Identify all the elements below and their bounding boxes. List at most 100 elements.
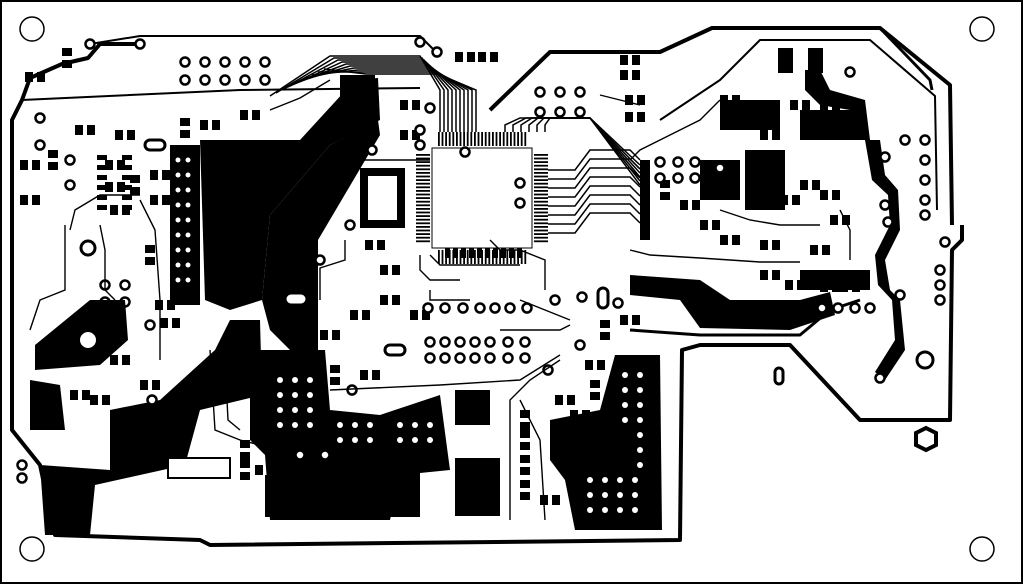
qfp-pin <box>416 200 430 203</box>
qfp-pin <box>524 132 527 146</box>
via-icon <box>431 46 443 58</box>
fanout-trace <box>548 185 641 207</box>
smd-pad <box>760 270 768 280</box>
pour-center-left <box>200 78 380 310</box>
smd-pad <box>377 240 385 250</box>
via-icon <box>439 336 451 348</box>
smd-pad <box>780 195 788 205</box>
fanout-trace <box>548 212 641 234</box>
via-icon <box>414 124 426 136</box>
smd-pad <box>720 95 728 105</box>
qfp-pin <box>438 250 440 264</box>
smd-pad <box>240 440 250 448</box>
smd-pad <box>820 282 828 292</box>
smd-pad <box>792 195 800 205</box>
smd-pad <box>840 282 848 292</box>
smd-pad <box>32 195 40 205</box>
via-icon <box>474 302 486 314</box>
via-icon <box>874 372 886 384</box>
via-icon <box>502 336 514 348</box>
smd-pad <box>210 274 220 282</box>
qfp-pin <box>416 222 430 225</box>
soic-pin <box>97 165 107 170</box>
qfp-pin <box>416 215 430 217</box>
soic-pin <box>97 205 107 210</box>
via-icon <box>576 291 588 303</box>
smd-pad <box>520 442 530 450</box>
smd-pad <box>400 100 408 110</box>
smd-pad <box>360 370 368 380</box>
fanout-trace <box>548 194 641 216</box>
qfp-pin <box>534 222 548 225</box>
via-icon <box>919 154 931 166</box>
smd-pad <box>150 170 158 180</box>
qfp-pin <box>416 229 430 232</box>
qfp-pin <box>416 233 430 235</box>
qfp-pin <box>534 226 548 228</box>
via-icon <box>424 102 436 114</box>
via-icon <box>414 139 426 151</box>
smd-pad <box>520 410 530 418</box>
fanout-trace <box>548 149 641 171</box>
qfp-pin <box>416 179 430 181</box>
qfp-pin <box>506 132 509 146</box>
smd-pad <box>380 295 388 305</box>
smd-pad <box>180 130 190 138</box>
smd-pad <box>127 130 135 140</box>
via-icon <box>64 179 76 191</box>
bus-trace <box>323 68 477 132</box>
smd-pad <box>840 130 848 140</box>
smd-pad <box>772 130 780 140</box>
via-icon <box>199 74 211 86</box>
smd-pad <box>637 112 645 122</box>
bus-trace <box>281 59 449 132</box>
smd-pad <box>105 160 113 170</box>
smd-pad <box>48 162 58 170</box>
via-icon <box>34 112 46 124</box>
smd-pad <box>87 125 95 135</box>
qfp-pin <box>534 175 548 178</box>
smd-pad <box>520 492 530 500</box>
bus-trace <box>275 57 445 132</box>
smd-pad <box>117 182 125 192</box>
qfp-pin <box>459 132 462 146</box>
qfp-pin <box>416 240 430 243</box>
soic-pin <box>122 175 132 180</box>
top-bus-trace <box>89 35 441 57</box>
smd-pad <box>37 72 45 82</box>
top-right-border-trace <box>488 26 954 226</box>
qfp-pin <box>534 164 548 167</box>
smd-pad <box>712 220 720 230</box>
fanout-trace <box>536 117 641 182</box>
qfp-pin <box>517 132 519 146</box>
smd-pad <box>832 100 840 110</box>
smd-pad <box>320 330 328 340</box>
via-icon <box>64 154 76 166</box>
qfp-pin <box>534 218 548 221</box>
via-icon <box>146 394 158 406</box>
smd-pad <box>597 360 605 370</box>
via-icon <box>934 294 946 306</box>
smd-pad <box>567 395 575 405</box>
qfp-pin <box>506 250 509 264</box>
pour-bottom-right <box>550 355 662 530</box>
qfp-pin <box>416 172 430 174</box>
via-icon <box>484 336 496 348</box>
smd-pad <box>155 300 163 310</box>
qfp-pin <box>534 233 548 235</box>
smd-pad <box>520 455 530 463</box>
qfp-pin <box>416 236 430 239</box>
smd-pad <box>600 320 610 328</box>
qfp-pin <box>492 132 494 146</box>
qfp-pin <box>495 132 498 146</box>
smd-pad <box>392 265 400 275</box>
via-icon <box>502 352 514 364</box>
smd-pad <box>240 472 250 480</box>
qfp-pin <box>416 161 430 163</box>
via-icon <box>457 302 469 314</box>
smd-pad <box>772 270 780 280</box>
qfp-pin <box>456 132 458 146</box>
smd-pad <box>478 52 486 62</box>
via-icon <box>144 319 156 331</box>
smd-pad <box>240 452 250 460</box>
